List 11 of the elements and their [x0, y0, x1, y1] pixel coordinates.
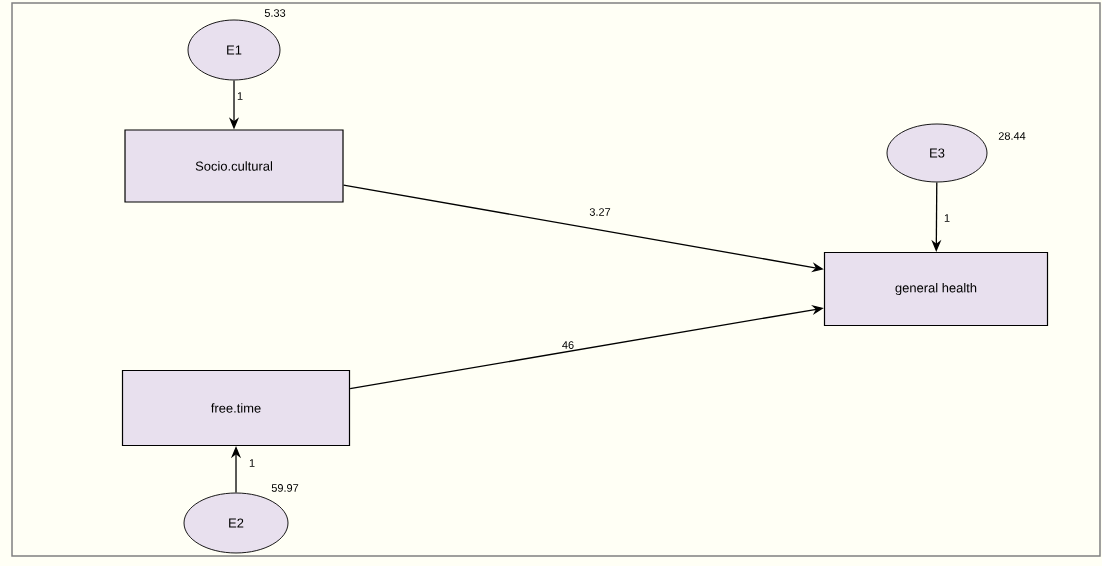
- edge-label: 1: [249, 459, 255, 467]
- variable-box: general health: [823, 251, 1049, 327]
- edge-label: 1: [944, 214, 950, 222]
- value-label: 5.33: [264, 9, 286, 17]
- variable-box: Socio.cultural: [124, 129, 344, 203]
- value-label: 59.97: [271, 484, 299, 492]
- variable-box: free.time: [121, 369, 351, 447]
- edge-label: 3.27: [589, 208, 611, 216]
- edge-label: 46: [562, 341, 574, 349]
- edge-label: 1: [237, 92, 243, 100]
- value-label: 28.44: [998, 132, 1026, 140]
